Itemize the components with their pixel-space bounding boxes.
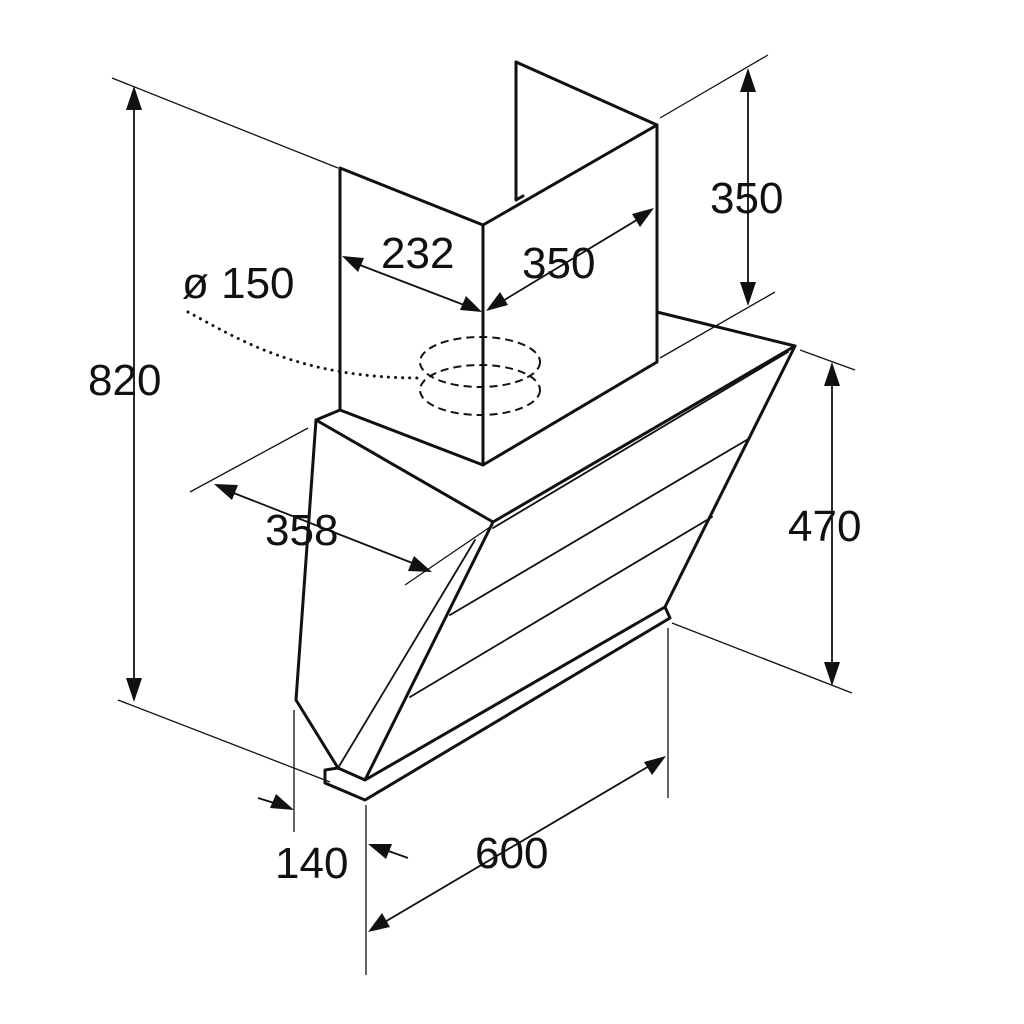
label-hood-depth: 358 <box>265 506 338 555</box>
dim-820-arrow-top <box>126 86 142 110</box>
hood-panel-line-1 <box>449 437 751 616</box>
ext-470-bottom <box>671 622 853 694</box>
label-chimney-depth: 232 <box>381 229 454 278</box>
label-wall-clearance: 140 <box>275 839 348 888</box>
chimney-back-edge <box>514 60 525 202</box>
duct-outlet-bottom <box>419 364 541 416</box>
hood-panel-line-2 <box>409 516 713 698</box>
duct-outlet-top <box>419 336 541 388</box>
chimney-side-panel <box>338 166 485 467</box>
dim-470-arrow-bottom <box>824 662 840 686</box>
label-820: 820 <box>88 356 161 405</box>
dim-232-arrow-right <box>460 296 482 312</box>
chimney-top-edge <box>514 60 659 127</box>
label-hood-width: 600 <box>475 829 548 878</box>
label-duct-diameter: ø 150 <box>182 259 295 308</box>
chimney-front-panel <box>481 123 659 467</box>
dim-350w-arrow-left <box>486 292 508 311</box>
ext-350h-bottom <box>659 291 776 359</box>
duct-outlet <box>186 310 541 416</box>
label-hood-height: 470 <box>788 502 861 551</box>
ext-470-top <box>799 349 856 371</box>
label-chimney-width: 350 <box>522 239 595 288</box>
dim-232-arrow-left <box>342 256 364 272</box>
dim-350h-arrow-top <box>740 68 756 92</box>
extension-lines <box>111 54 856 975</box>
ext-350h-top <box>659 54 769 119</box>
dim-600-line <box>377 761 657 927</box>
ext-820-bottom <box>117 699 331 783</box>
dim-358-line <box>225 489 421 567</box>
dim-600-arrow-right <box>644 756 666 775</box>
label-chimney-height: 350 <box>710 174 783 223</box>
hood-front-left-edge <box>363 520 495 782</box>
dimension-labels: 820 350 232 350 ø 150 358 470 600 140 <box>88 174 861 888</box>
dim-350h-arrow-bottom <box>740 282 756 306</box>
hood-inner-fold-edge <box>337 539 476 769</box>
dim-358-arrow-left <box>214 484 238 500</box>
dim-232-line <box>351 261 473 309</box>
hood-body <box>294 310 797 802</box>
dim-140-arrow-right <box>368 844 392 859</box>
hood-top-glass-line <box>492 351 789 529</box>
duct-leader-line <box>186 310 422 380</box>
hood-front-right-edge <box>663 344 797 609</box>
ext-358-right <box>404 524 494 586</box>
dim-470-arrow-top <box>824 362 840 386</box>
ext-820-top <box>111 77 339 169</box>
dim-350w-line <box>495 214 646 306</box>
chimney <box>338 60 659 467</box>
dim-350w-arrow-right <box>632 208 654 227</box>
dim-820-arrow-bottom <box>126 678 142 702</box>
hood-bottom-rim <box>323 605 672 802</box>
ext-358-left <box>189 427 309 493</box>
dim-600-arrow-left <box>368 913 390 932</box>
hood-side-outline <box>294 418 340 770</box>
dim-358-arrow-right <box>408 556 432 572</box>
dimension-lines <box>126 68 840 932</box>
dim-140-arrow-left <box>270 794 294 810</box>
